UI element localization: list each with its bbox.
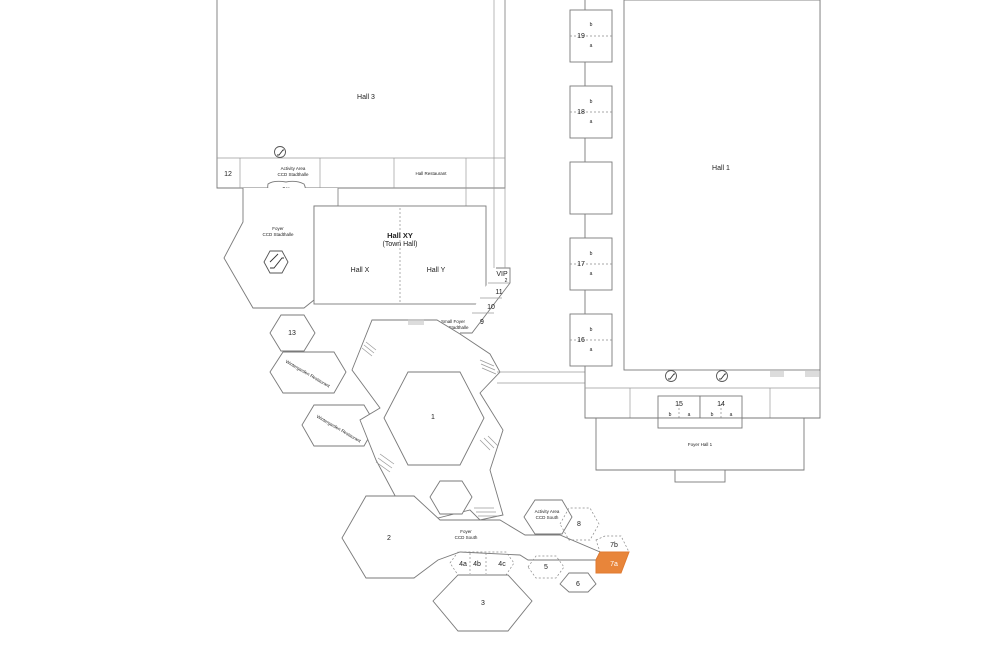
room-1-label: 1	[431, 414, 435, 421]
room-9-label[interactable]: 9	[480, 319, 484, 326]
room-8[interactable]: 8	[559, 507, 600, 541]
room-6[interactable]: 6	[559, 572, 597, 593]
room-16-a-label: a	[590, 347, 593, 353]
room-19-label: 19	[577, 33, 585, 40]
activity-area-south: Activity Area CCD South	[523, 499, 573, 535]
room-4a-label: 4a	[459, 561, 467, 568]
small-foyer-label: Small Foyer	[441, 319, 466, 324]
hall-restaurant-label: Hall Restaurant	[415, 171, 447, 176]
room-7a-label: 7a	[610, 561, 618, 568]
wintergarden-restaurant-2: Wintergarden Restaurant	[301, 404, 377, 447]
room-13-label: 13	[288, 330, 296, 337]
room-8-label: 8	[577, 521, 581, 528]
wintergarden-restaurant-1: Wintergarden Restaurant	[269, 351, 347, 394]
escalator-icon-hall3	[274, 146, 286, 158]
activity-area-south-label: Activity Area	[535, 509, 560, 514]
room-11-label[interactable]: 11	[495, 289, 502, 296]
room-13[interactable]: 13	[269, 314, 316, 352]
foyer-stadthalle-label: Foyer	[272, 226, 284, 231]
room-7b[interactable]: 7b	[595, 535, 630, 553]
foyer-south-label: Foyer	[460, 529, 472, 534]
room-16-label: 16	[577, 337, 585, 344]
activity-area-south-sub-label: CCD South	[536, 515, 559, 520]
corridor-rooms: VIP 2 11 10 9 Small Foyer CCD Stadthalle	[437, 0, 511, 334]
hall-3-area: Hall 3 12 Activity Area CCD Stadthalle H…	[216, 0, 506, 189]
foyer-south-sub-label: CCD South	[455, 535, 478, 540]
room-5-label: 5	[544, 564, 548, 571]
hall-y-label: Hall Y	[427, 267, 446, 274]
foyer-hall-1: Foyer Hall 1	[595, 417, 805, 483]
room-16[interactable]: b 16 a	[569, 313, 613, 367]
room-17-a-label: a	[590, 271, 593, 277]
room-14-label: 14	[717, 401, 725, 408]
room-18[interactable]: b 18 a	[569, 85, 613, 139]
foyer-stadthalle-sub-label: CCD Stadthalle	[262, 232, 294, 237]
foyer-hall-1-label: Foyer Hall 1	[688, 442, 713, 447]
small-hex-room	[429, 480, 473, 515]
hall-xy[interactable]: Hall XY (Town Hall) Hall X Hall Y	[313, 205, 487, 305]
hall-xy-sub-label: (Town Hall)	[382, 241, 417, 248]
hall-3-label: Hall 3	[357, 94, 375, 101]
room-17[interactable]: b 17 a	[569, 237, 613, 291]
escalator-icon-hall1-left	[665, 370, 677, 382]
room-14-a-label: a	[730, 412, 733, 418]
room-18-b-label: b	[590, 99, 593, 105]
room-4c-label: 4c	[498, 561, 506, 568]
room-4b-label: 4b	[473, 561, 481, 568]
room-15-b-label: b	[669, 412, 672, 418]
room-7b-label: 7b	[610, 542, 618, 549]
activity-area-stadthalle-label: Activity Area	[281, 166, 306, 171]
room-2-small-label[interactable]: 2	[505, 278, 508, 284]
room-17-label: 17	[577, 261, 585, 268]
room-6-label: 6	[576, 581, 580, 588]
hall-1-label: Hall 1	[712, 165, 730, 172]
room-17-b-label: b	[590, 251, 593, 257]
room-15-a-label: a	[688, 412, 691, 418]
room-10-label[interactable]: 10	[487, 304, 495, 311]
escalator-icon	[263, 250, 289, 274]
room-1[interactable]: 1	[383, 371, 485, 466]
room-18-a-label: a	[590, 119, 593, 125]
stairs-central	[361, 319, 499, 517]
connector-corridor	[497, 371, 585, 384]
room-2-label: 2	[387, 535, 391, 542]
activity-area-stadthalle-sub-label: CCD Stadthalle	[277, 172, 309, 177]
room-19-a-label: a	[590, 43, 593, 49]
hall-1-area: Hall 1	[584, 0, 821, 419]
room-12-label[interactable]: 12	[224, 171, 232, 178]
vip-label[interactable]: VIP	[496, 271, 508, 278]
room-14-b-label: b	[711, 412, 714, 418]
room-16-b-label: b	[590, 327, 593, 333]
stairs-hall-1	[770, 371, 819, 377]
hall-x-label: Hall X	[351, 267, 370, 274]
room-15-label: 15	[675, 401, 683, 408]
unnamed-room	[569, 161, 613, 215]
room-7a[interactable]: 7a	[595, 551, 630, 574]
room-5[interactable]: 5	[527, 555, 565, 579]
room-3-label: 3	[481, 600, 485, 607]
room-3[interactable]: 3	[432, 574, 533, 632]
escalator-icon-hall1-right	[716, 370, 728, 382]
small-foyer-sub-label: CCD Stadthalle	[437, 325, 469, 330]
rooms-4[interactable]: 4a 4b 4c	[449, 551, 515, 576]
room-19-b-label: b	[590, 22, 593, 28]
room-18-label: 18	[577, 109, 585, 116]
hall-xy-label: Hall XY	[387, 231, 413, 240]
room-19[interactable]: b 19 a	[569, 9, 613, 63]
